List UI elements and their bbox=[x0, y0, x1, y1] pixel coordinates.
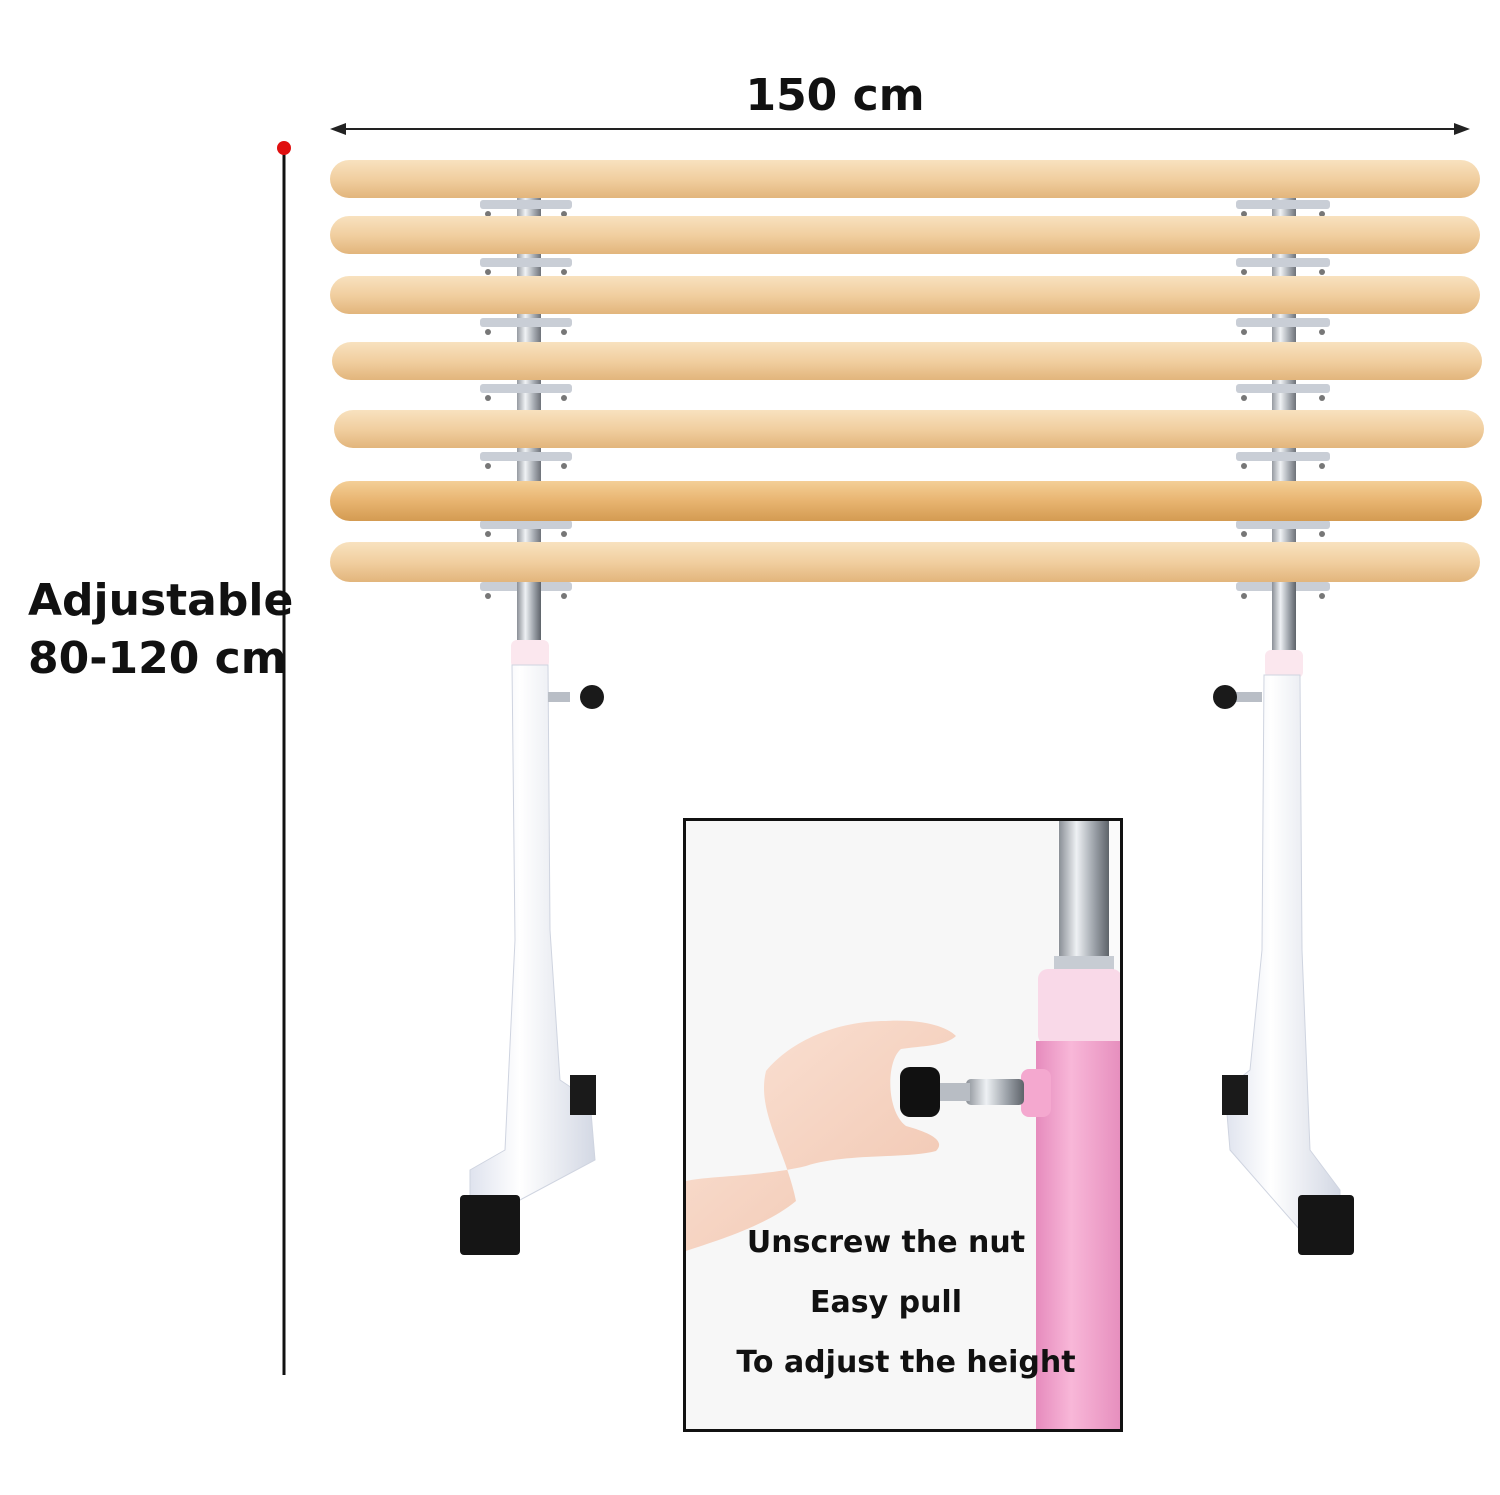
bracket-plate bbox=[1236, 200, 1330, 209]
right-stand bbox=[1213, 582, 1354, 1255]
width-arrow bbox=[330, 123, 1470, 135]
wooden-rails bbox=[330, 160, 1484, 582]
bracket-screw bbox=[1241, 463, 1247, 469]
inset-text-line1: Unscrew the nut bbox=[746, 1225, 1026, 1260]
bracket-plate bbox=[480, 452, 572, 461]
inset-hand bbox=[686, 1020, 956, 1251]
bracket-plate bbox=[1236, 318, 1330, 327]
inset-nut-icon bbox=[900, 1067, 940, 1117]
bracket-screw bbox=[1319, 211, 1325, 217]
bracket-screw bbox=[1241, 329, 1247, 335]
bracket-screw bbox=[1241, 531, 1247, 537]
bracket-screw bbox=[561, 395, 567, 401]
bracket-screw bbox=[485, 329, 491, 335]
bracket-plate bbox=[1236, 520, 1330, 529]
rail-7 bbox=[330, 542, 1480, 582]
bracket-screw bbox=[485, 463, 491, 469]
inset-steel-pole bbox=[1059, 821, 1109, 981]
bracket-screw bbox=[561, 463, 567, 469]
rail-brackets bbox=[480, 200, 1330, 599]
inset-text-line3: To adjust the height bbox=[736, 1345, 1076, 1380]
rail-5 bbox=[334, 410, 1484, 448]
detail-inset-panel: Unscrew the nut Easy pull To adjust the … bbox=[683, 818, 1123, 1432]
right-adjust-knob bbox=[1213, 685, 1237, 709]
bracket-plate bbox=[480, 200, 572, 209]
rail-4 bbox=[332, 342, 1482, 380]
bracket-screw bbox=[1241, 593, 1247, 599]
height-label-line2: 80-120 cm bbox=[28, 633, 287, 684]
width-dimension-label: 150 cm bbox=[745, 70, 925, 121]
bracket-plate bbox=[480, 520, 572, 529]
bracket-screw bbox=[1319, 269, 1325, 275]
inset-text-line2: Easy pull bbox=[810, 1285, 962, 1320]
bracket-screw bbox=[561, 531, 567, 537]
red-marker-dot bbox=[277, 141, 291, 155]
bracket-screw bbox=[485, 395, 491, 401]
height-dimension-line bbox=[277, 141, 291, 1375]
bracket-plate bbox=[1236, 258, 1330, 267]
bracket-screw bbox=[485, 269, 491, 275]
bracket-plate bbox=[480, 318, 572, 327]
bracket-screw bbox=[561, 211, 567, 217]
left-stand bbox=[460, 582, 604, 1255]
bracket-screw bbox=[1319, 463, 1325, 469]
bracket-screw bbox=[485, 531, 491, 537]
bracket-plate bbox=[1236, 384, 1330, 393]
bracket-screw bbox=[1319, 395, 1325, 401]
bracket-screw bbox=[1319, 531, 1325, 537]
left-adjust-knob bbox=[580, 685, 604, 709]
bracket-screw bbox=[485, 211, 491, 217]
bracket-screw bbox=[1241, 269, 1247, 275]
bracket-plate bbox=[480, 384, 572, 393]
rail-2 bbox=[330, 216, 1480, 254]
bracket-screw bbox=[1241, 395, 1247, 401]
bracket-screw bbox=[1319, 593, 1325, 599]
bracket-plate bbox=[1236, 452, 1330, 461]
bracket-screw bbox=[1319, 329, 1325, 335]
bracket-screw bbox=[1241, 211, 1247, 217]
bracket-screw bbox=[485, 593, 491, 599]
height-label-line1: Adjustable bbox=[28, 575, 294, 626]
right-foot-cap bbox=[1298, 1195, 1354, 1255]
rail-6-highlighted bbox=[330, 481, 1482, 521]
inset-illustration bbox=[686, 821, 1120, 1429]
inset-pink-collar bbox=[1038, 969, 1120, 1045]
bracket-screw bbox=[561, 593, 567, 599]
bracket-plate bbox=[480, 258, 572, 267]
height-dimension-label: Adjustable 80-120 cm bbox=[28, 572, 293, 688]
left-foot-cap bbox=[460, 1195, 520, 1255]
bracket-screw bbox=[561, 329, 567, 335]
rail-3 bbox=[330, 276, 1480, 314]
bracket-screw bbox=[561, 269, 567, 275]
rail-1 bbox=[330, 160, 1480, 198]
